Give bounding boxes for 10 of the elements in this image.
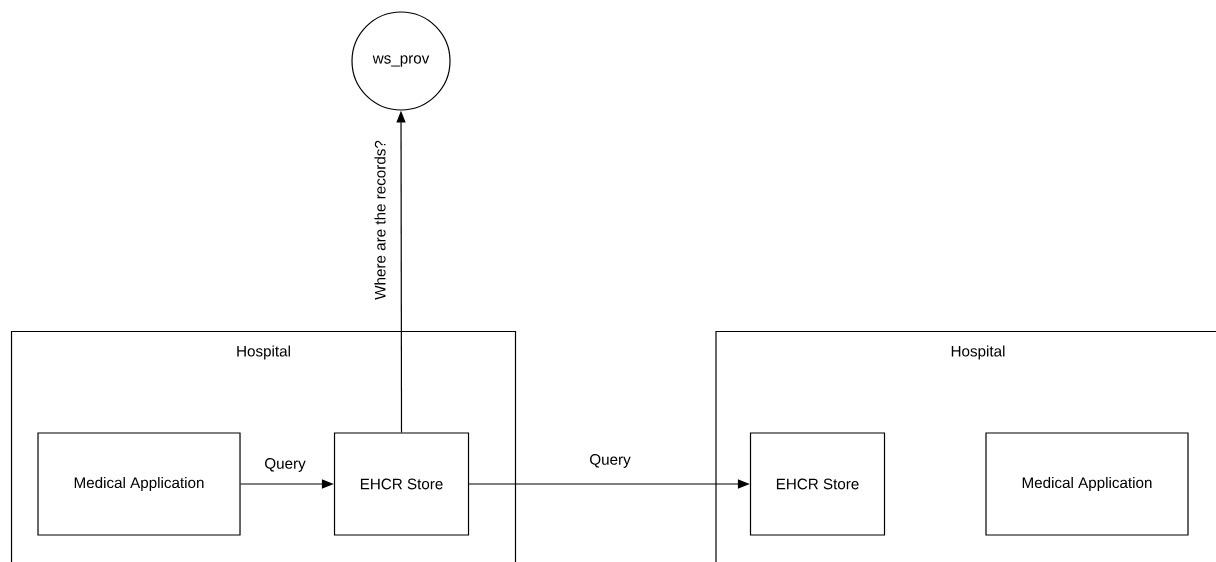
process-box: Medical Application [985,432,1189,536]
container-heading: Hospital [951,345,1005,360]
container-heading: Hospital [237,345,290,360]
circle-node: ws_prov [351,11,451,111]
process-box: EHCR Store [749,432,886,536]
edge-label: Where are the records? [372,138,388,302]
edge-label: Query [262,456,308,474]
process-box: Medical Application [37,432,241,536]
edge-label: Query [587,452,633,470]
process-box: EHCR Store [333,432,470,536]
